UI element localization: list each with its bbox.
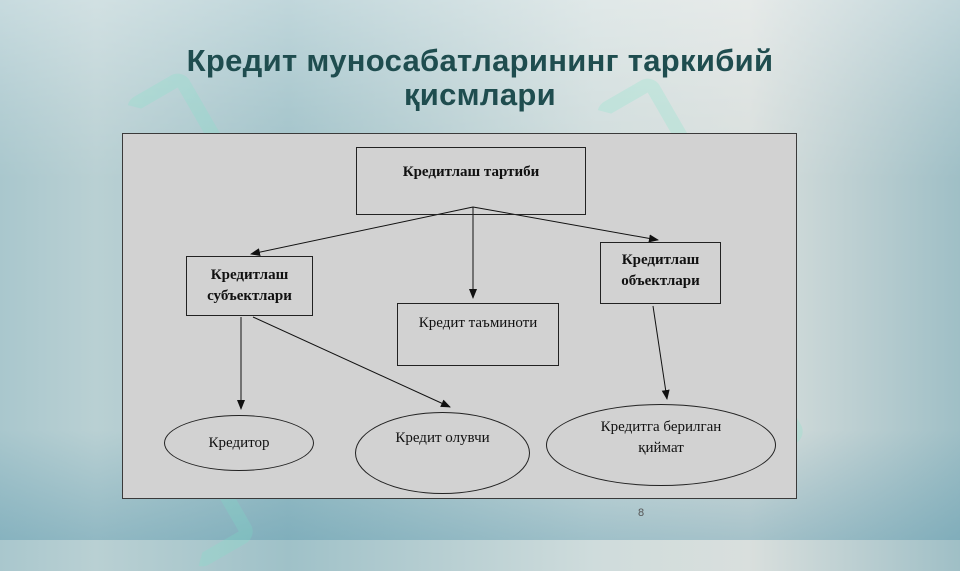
edge-root-objects: [472, 206, 659, 243]
node-crediting-procedure: Кредитлаш тартиби: [356, 147, 586, 215]
node-creditor: Кредитор: [164, 415, 314, 471]
node-credited-value: Кредитга берилган қиймат: [546, 404, 776, 486]
slide-title: Кредит муносабатларининг таркибий қисмла…: [110, 44, 850, 112]
title-line-1: Кредит муносабатларининг таркибий: [186, 43, 774, 78]
edge-objects-value: [652, 305, 670, 400]
edge-subjects-borrower: [252, 316, 451, 408]
node-label: Кредитлаш: [621, 252, 700, 268]
node-label: Кредитлаш: [210, 267, 289, 283]
node-borrower: Кредит олувчи: [355, 412, 530, 494]
page-number: 8: [638, 507, 645, 519]
diagram-panel: Кредитлаш тартиби Кредитлаш субъектлари …: [122, 133, 797, 499]
node-credit-security: Кредит таъминоти: [397, 303, 559, 366]
node-label: субъектлари: [207, 288, 292, 304]
node-label: Кредитор: [208, 435, 270, 451]
node-label: Кредит таъминоти: [418, 315, 538, 331]
node-label: объектлари: [621, 273, 700, 289]
node-crediting-objects: Кредитлаш объектлари: [600, 242, 721, 304]
node-crediting-subjects: Кредитлаш субъектлари: [186, 256, 313, 316]
title-line-2: қисмлари: [403, 77, 557, 112]
node-label: қиймат: [638, 440, 684, 456]
node-label: Кредит олувчи: [395, 430, 490, 446]
node-label: Кредитлаш тартиби: [402, 164, 540, 180]
node-label: Кредитга берилган: [600, 419, 722, 435]
